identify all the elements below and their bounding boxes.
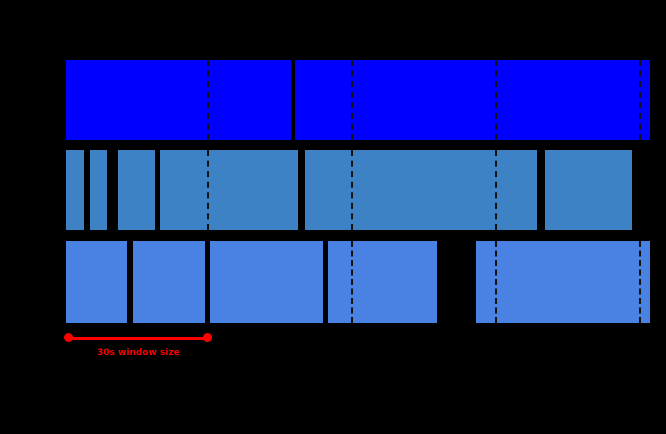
timeline-segment (66, 241, 127, 323)
timeline-segment (295, 60, 650, 140)
timeline-row-1 (0, 60, 666, 140)
window-boundary-marker (495, 241, 497, 323)
timeline-row-3 (0, 241, 666, 323)
timeline-segment (328, 241, 437, 323)
window-boundary-marker (351, 241, 353, 323)
timeline-segment (66, 60, 291, 140)
timeline-segment (160, 150, 298, 230)
window-boundary-marker (351, 150, 353, 230)
window-boundary-marker (639, 60, 641, 140)
window-boundary-marker (207, 60, 209, 140)
window-boundary-marker (495, 60, 497, 140)
timeline-segment (545, 150, 632, 230)
window-size-measure-cap-right (203, 333, 212, 342)
window-size-label: 30s window size (97, 348, 180, 358)
timeline-row-2 (0, 150, 666, 230)
window-boundary-marker (495, 150, 497, 230)
window-boundary-marker (351, 60, 353, 140)
window-boundary-marker (207, 150, 209, 230)
window-boundary-marker (639, 241, 641, 323)
window-size-measure-cap-left (64, 333, 73, 342)
timeline-segment (305, 150, 537, 230)
timeline-segment (90, 150, 107, 230)
timeline-segment (66, 150, 84, 230)
timeline-segment (210, 241, 323, 323)
timeline-segment (118, 150, 155, 230)
timeline-segment (133, 241, 205, 323)
timeline-segment (476, 241, 650, 323)
window-size-measure-line (69, 337, 208, 340)
